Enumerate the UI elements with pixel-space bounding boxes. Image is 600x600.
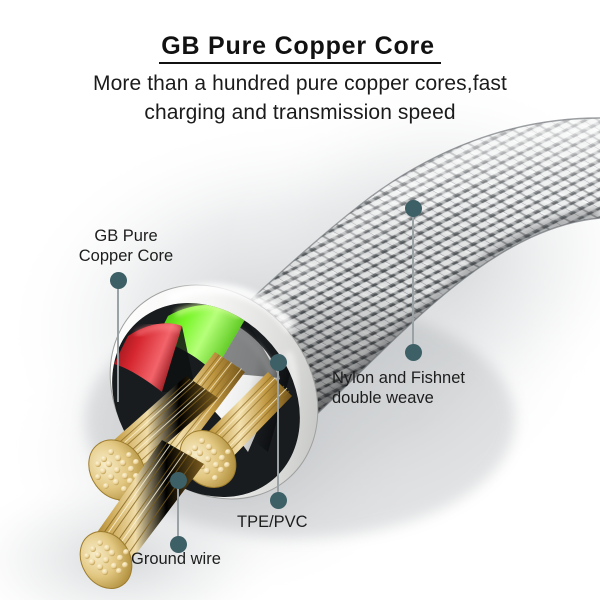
callout-gb-line-2: Copper Core bbox=[78, 247, 174, 266]
callout-label-ground-wire: Ground wire bbox=[131, 549, 221, 569]
callout-gb-line-1: GB Pure bbox=[94, 227, 158, 245]
subtitle-line-1: More than a hundred pure copper cores,fa… bbox=[93, 72, 507, 95]
leader-line-gb-pure-copper-core bbox=[117, 288, 119, 402]
copper-bundle-2 bbox=[88, 376, 218, 501]
leader-line-nylon-fishnet bbox=[412, 214, 414, 344]
marker-dot-ground-wire[interactable] bbox=[170, 536, 187, 553]
callout-ground-line-1: Ground wire bbox=[131, 550, 221, 568]
callout-nylon-line-2: double weave bbox=[332, 389, 434, 408]
callout-tpe-line-1: TPE/PVC bbox=[237, 513, 308, 531]
marker-dot-ground-wire-core[interactable] bbox=[170, 472, 187, 489]
page-subtitle: More than a hundred pure copper cores,fa… bbox=[0, 70, 600, 127]
leader-line-tpe-pvc bbox=[277, 370, 279, 498]
marker-dot-tpe-pvc-jacket[interactable] bbox=[270, 354, 287, 371]
callout-label-tpe-pvc: TPE/PVC bbox=[237, 512, 308, 532]
marker-dot-tpe-pvc[interactable] bbox=[270, 492, 287, 509]
callout-label-nylon-fishnet: Nylon and Fishnet double weave bbox=[332, 368, 465, 409]
marker-dot-nylon-weave-top[interactable] bbox=[405, 200, 422, 217]
subtitle-line-2: charging and transmission speed bbox=[144, 100, 456, 124]
marker-dot-nylon-fishnet[interactable] bbox=[405, 344, 422, 361]
callout-label-gb-pure-copper-core: GB Pure Copper Core bbox=[66, 226, 186, 267]
title-text: GB Pure Copper Core bbox=[159, 33, 441, 65]
page-title: GB Pure Copper Core bbox=[0, 33, 600, 65]
callout-nylon-line-1: Nylon and Fishnet bbox=[332, 369, 465, 387]
marker-dot-gb-pure-copper-core[interactable] bbox=[110, 272, 127, 289]
leader-line-ground-wire bbox=[177, 488, 179, 542]
copper-core-bundles bbox=[79, 352, 292, 589]
